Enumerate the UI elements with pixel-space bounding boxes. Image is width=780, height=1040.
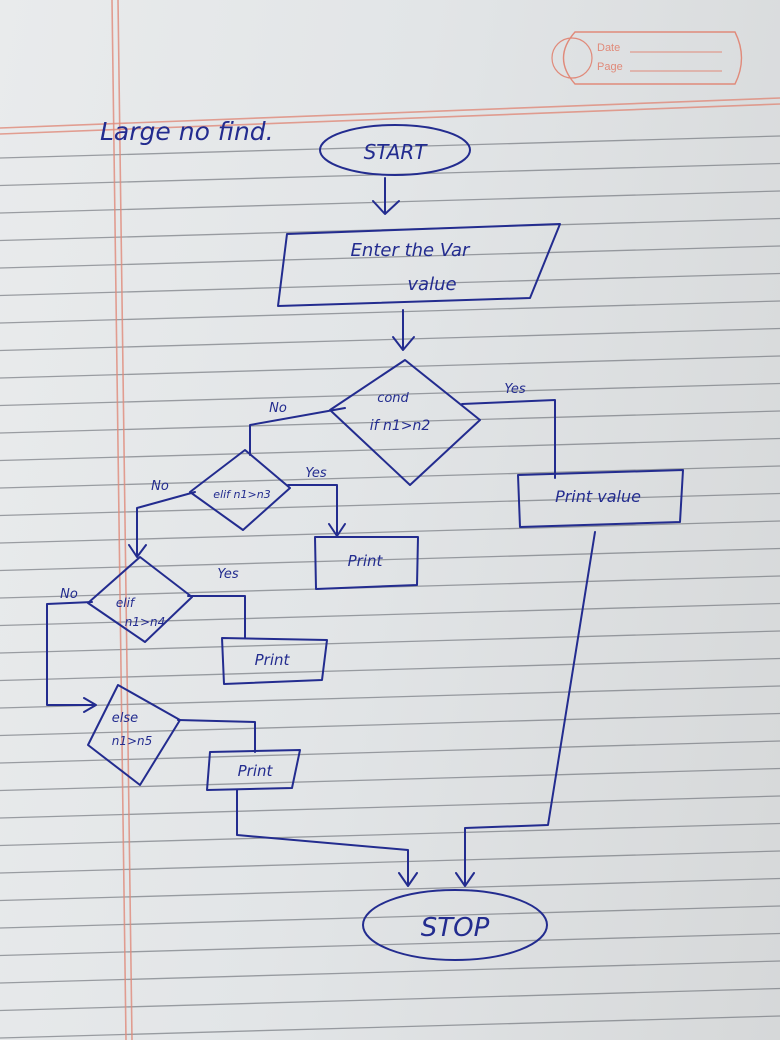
ruled-line [0, 355, 780, 379]
edge-cond3-no-label: No [60, 587, 78, 602]
ruled-line [0, 767, 780, 792]
ruled-line [0, 437, 780, 462]
ruled-line [0, 520, 780, 544]
ruled-line [0, 850, 780, 874]
ruled-line [0, 327, 780, 352]
date-page-stamp: Date Page [551, 31, 743, 85]
decision-1-top-label: cond [377, 391, 409, 406]
arrow-input-cond1 [392, 309, 415, 351]
edge-cond3-yes-label: Yes [217, 567, 239, 582]
print-1-label: Print [348, 552, 384, 570]
ruled-line [0, 987, 780, 1012]
ruled-line [0, 795, 780, 819]
header-line-inner [0, 103, 780, 135]
print-value-box [517, 469, 684, 528]
ruled-line [0, 272, 780, 297]
decision-4-line2: n1>n5 [112, 734, 153, 748]
stop-label: STOP [421, 913, 490, 943]
ruled-line [0, 465, 780, 489]
ruled-line [0, 685, 780, 709]
decision-4-line1: else [112, 711, 138, 726]
ruled-line [0, 960, 780, 984]
print-box-2 [221, 637, 328, 685]
ruled-line [0, 630, 780, 654]
edge-cond1-no [249, 407, 346, 456]
ruled-line [0, 905, 780, 929]
start-label: START [364, 140, 429, 164]
edge-cond2-yes-label: Yes [305, 466, 327, 481]
print-box-1 [314, 536, 419, 590]
ruled-line [0, 300, 780, 324]
page-title: Large no find. [100, 117, 274, 146]
edge-print3-stop [236, 789, 418, 887]
ruled-line [0, 245, 780, 269]
ruled-line [0, 932, 780, 957]
edge-cond3-yes [187, 595, 246, 639]
decision-4 [87, 684, 181, 786]
ruled-line [0, 492, 780, 517]
date-label: Date [597, 42, 620, 54]
margin-line [111, 0, 127, 1040]
ruled-line [0, 602, 780, 627]
ruled-line [0, 740, 780, 764]
input-text-line1: Enter the Var [351, 240, 471, 261]
print-3-label: Print [238, 762, 274, 780]
ruled-line [0, 877, 780, 902]
margin-line-inner [117, 0, 133, 1040]
print-2-label: Print [255, 651, 291, 669]
ruled-line [0, 135, 780, 159]
decision-3 [87, 556, 193, 643]
edge-cond1-no-label: No [269, 401, 287, 416]
ruled-line [0, 1015, 780, 1039]
arrow-start-input [372, 177, 400, 215]
edge-printvalue-stop [455, 531, 596, 887]
edge-cond1-yes [461, 399, 556, 479]
edge-cond4-to-print [177, 719, 256, 753]
decision-2-label: elif n1>n3 [213, 488, 270, 501]
print-value-label: Print value [555, 487, 641, 506]
input-text-line2: value [407, 274, 456, 295]
start-terminal [319, 124, 471, 176]
print-box-3 [206, 749, 301, 791]
stop-terminal [362, 889, 548, 961]
decision-2 [189, 449, 291, 531]
edge-cond2-no-label: No [151, 479, 169, 494]
edge-cond1-yes-label: Yes [504, 382, 526, 397]
ruled-line [0, 382, 780, 407]
input-box [277, 223, 561, 307]
ruled-line [0, 712, 780, 737]
ruled-lines [0, 135, 780, 1039]
edge-cond3-no [46, 601, 97, 713]
ruled-line [0, 547, 780, 572]
decision-3-line1: elif [116, 596, 136, 610]
page-label: Page [597, 61, 623, 73]
header-line [0, 97, 780, 129]
edge-cond2-no [128, 491, 196, 558]
ruled-line [0, 410, 780, 434]
decision-3-line2: n1>n4 [125, 615, 166, 629]
ruled-line [0, 190, 780, 214]
ruled-line [0, 657, 780, 682]
decision-1-label: if n1>n2 [370, 418, 431, 434]
edge-cond2-yes [287, 484, 346, 537]
ruled-line [0, 822, 780, 847]
decision-1 [329, 359, 481, 486]
